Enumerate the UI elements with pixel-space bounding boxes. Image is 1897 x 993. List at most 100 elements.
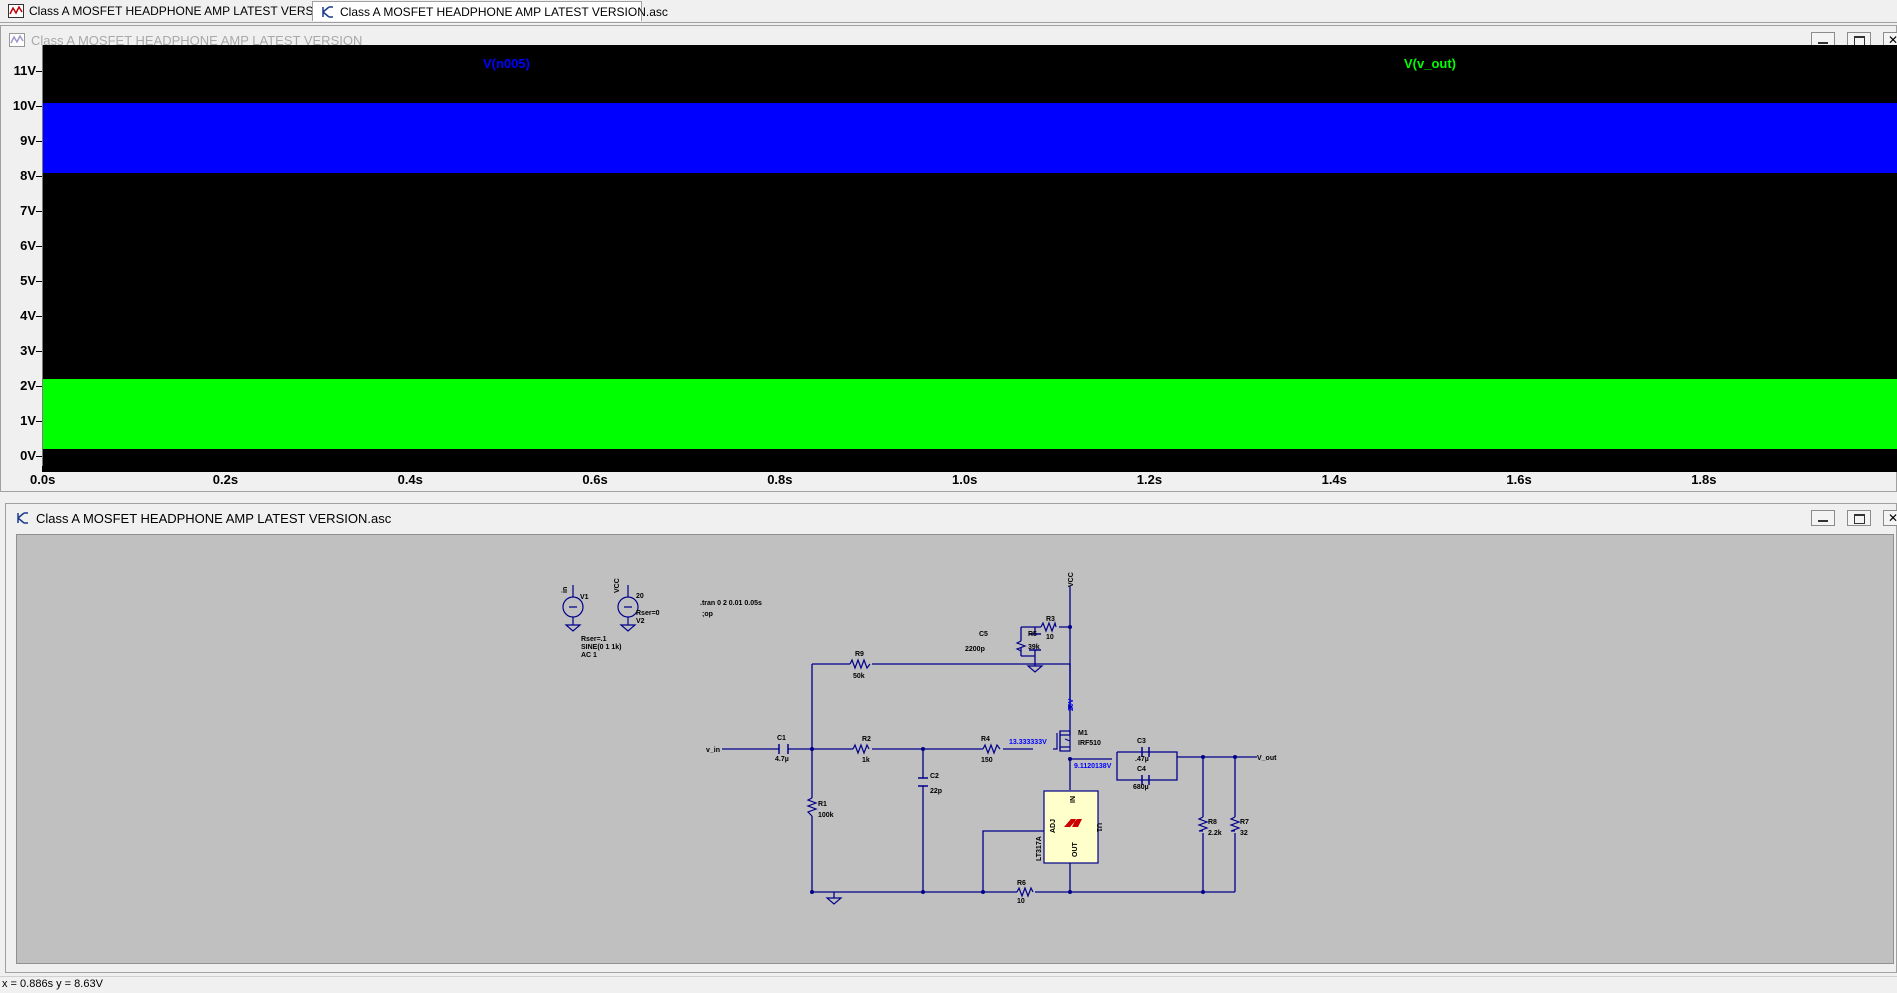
schematic-canvas[interactable]: V1 in V2 20 Rser=0 VCC Rser=.1 SINE(0 1 …: [16, 534, 1894, 964]
x-tick-mark: [1704, 466, 1706, 472]
pin-out: OUT: [1072, 842, 1079, 858]
y-tick-mark: [36, 455, 42, 457]
x-tick-label: 1.4s: [1321, 472, 1347, 487]
net-vcc: VCC: [1068, 572, 1075, 587]
lt-logo-icon: [1064, 819, 1082, 827]
schematic-icon: [17, 512, 28, 524]
label-v2-rser: Rser=0: [636, 610, 660, 617]
y-tick-label: 5V: [20, 273, 36, 288]
x-tick-label: 0.0s: [30, 472, 56, 487]
y-tick-label: 4V: [20, 308, 36, 323]
label-r1-value: 100k: [818, 812, 834, 819]
label-r2: R2: [862, 736, 871, 743]
directive-op: ;op: [702, 611, 713, 618]
net-vin: v_in: [706, 747, 720, 754]
x-tick-label: 0.2s: [212, 472, 239, 487]
label-r4-value: 150: [981, 757, 993, 764]
label-c3-value: .47µ: [1135, 756, 1149, 763]
source-param-2: AC 1: [581, 652, 597, 659]
label-v2: V2: [636, 618, 645, 625]
net-vout: V_out: [1257, 755, 1277, 762]
op-label-20v: 20V: [1068, 698, 1075, 711]
tab-schematic[interactable]: Class A MOSFET HEADPHONE AMP LATEST VERS…: [312, 1, 668, 21]
label-u1-ref: U1: [1095, 823, 1102, 832]
label-u1: LT317A: [1036, 836, 1043, 861]
y-tick-label: 1V: [20, 413, 36, 428]
label-r5: R5: [1028, 631, 1037, 638]
x-tick-label: 1.6s: [1506, 472, 1532, 487]
x-tick-label: 1.2s: [1136, 472, 1163, 487]
label-c1: C1: [777, 735, 786, 742]
close-button[interactable]: ✕: [1883, 510, 1897, 526]
y-tick-label: 2V: [20, 378, 36, 393]
label-c3: C3: [1137, 738, 1146, 745]
document-tab-bar: Class A MOSFET HEADPHONE AMP LATEST VERS…: [0, 0, 1897, 23]
x-tick-mark: [1150, 466, 1152, 472]
x-tick-mark: [411, 466, 413, 472]
y-tick-label: 8V: [20, 168, 36, 183]
label-r8: R8: [1208, 819, 1217, 826]
restore-button[interactable]: [1847, 510, 1871, 526]
y-tick-mark: [36, 140, 42, 142]
x-tick-mark: [226, 466, 228, 472]
y-tick-label: 10V: [12, 98, 36, 113]
y-tick-label: 7V: [20, 203, 36, 218]
plot-area[interactable]: [42, 45, 1897, 472]
label-r9: R9: [855, 651, 864, 658]
x-tick-mark: [780, 466, 782, 472]
mosfet-m1: [1053, 730, 1071, 752]
y-tick-mark: [36, 70, 42, 72]
label-v2-value: 20: [636, 593, 644, 600]
legend-v-n005[interactable]: V(n005): [483, 56, 530, 71]
schematic-icon: [322, 5, 333, 18]
wires: [722, 586, 1257, 898]
x-tick-mark: [1335, 466, 1337, 472]
label-r1: R1: [818, 801, 827, 808]
schematic-window-title: Class A MOSFET HEADPHONE AMP LATEST VERS…: [36, 510, 392, 526]
label-c1-value: 4.7µ: [775, 756, 789, 763]
resistors: [806, 620, 1241, 898]
label-r9-value: 50k: [853, 673, 865, 680]
label-m1: M1: [1078, 730, 1088, 737]
capacitors: [778, 633, 1150, 787]
minimize-button[interactable]: [1811, 510, 1835, 526]
label-r6-value: 10: [1017, 898, 1025, 905]
schematic-window: Class A MOSFET HEADPHONE AMP LATEST VERS…: [5, 503, 1897, 973]
x-tick-label: 0.4s: [397, 472, 423, 487]
waveform-window-title: Class A MOSFET HEADPHONE AMP LATEST VERS…: [31, 32, 363, 48]
trace-v-out: [43, 379, 1897, 449]
label-c5: C5: [979, 631, 988, 638]
label-v2-net: VCC: [614, 578, 621, 593]
label-r7: R7: [1240, 819, 1249, 826]
schematic-window-titlebar[interactable]: Class A MOSFET HEADPHONE AMP LATEST VERS…: [6, 504, 1896, 532]
y-tick-mark: [36, 175, 42, 177]
x-tick-label: 0.8s: [767, 472, 793, 487]
label-r2-value: 1k: [862, 757, 870, 764]
label-c5-value: 2200p: [965, 646, 985, 653]
y-tick-label: 6V: [20, 238, 36, 253]
trace-v-n005: [43, 102, 1897, 173]
y-tick-mark: [36, 210, 42, 212]
legend-v-out[interactable]: V(v_out): [1404, 56, 1456, 71]
tab-waveform[interactable]: Class A MOSFET HEADPHONE AMP LATEST VERS…: [2, 1, 335, 21]
op-label-gate: 13.333333V: [1009, 739, 1047, 746]
label-c4: C4: [1137, 766, 1146, 773]
pin-in: IN: [1070, 796, 1077, 803]
op-label-source: 9.1120138V: [1074, 763, 1112, 770]
label-c4-value: 680µ: [1133, 784, 1149, 791]
waveform-window-titlebar[interactable]: Class A MOSFET HEADPHONE AMP LATEST VERS…: [1, 26, 1896, 54]
y-tick-mark: [36, 385, 42, 387]
tab-label: Class A MOSFET HEADPHONE AMP LATEST VERS…: [340, 4, 668, 19]
y-tick-label: 3V: [20, 343, 36, 358]
x-tick-label: 1.8s: [1691, 472, 1717, 487]
label-r6: R6: [1017, 880, 1026, 887]
y-tick-mark: [36, 105, 42, 107]
y-tick-label: 9V: [20, 133, 36, 148]
x-tick-label: 0.6s: [582, 472, 608, 487]
y-tick-label: 0V: [20, 448, 36, 463]
label-r5-value: 39k: [1028, 644, 1040, 651]
y-tick-mark: [36, 245, 42, 247]
tab-label: Class A MOSFET HEADPHONE AMP LATEST VERS…: [29, 4, 335, 18]
label-c2: C2: [930, 773, 939, 780]
y-tick-mark: [36, 420, 42, 422]
